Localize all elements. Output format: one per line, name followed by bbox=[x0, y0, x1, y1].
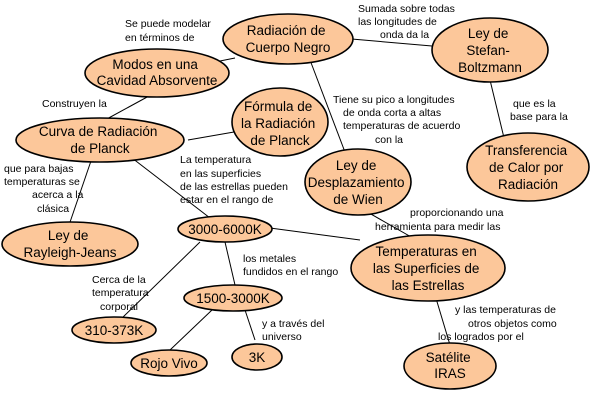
svg-text:Satélite IRAS: Satélite IRAS bbox=[426, 350, 475, 381]
svg-text:3K: 3K bbox=[249, 350, 266, 365]
node-3000-6000k: 3000-6000K bbox=[177, 215, 273, 243]
link-proporcionando: proporcionando una herramienta para medi… bbox=[375, 207, 506, 233]
link-cerca-de-la: Cerca de la temperatura corporal bbox=[92, 274, 152, 313]
svg-text:Radiación de Cuerpo Negr: Radiación de Cuerpo Negro bbox=[246, 23, 331, 55]
link-que-para-bajas: que para bajas temperaturas se acerca a … bbox=[4, 163, 86, 215]
link-se-puede-modelar: Se puede modelar en términos de bbox=[125, 18, 214, 44]
node-rayleigh-jeans: Ley de Rayleigh-Jeans bbox=[1, 221, 139, 267]
svg-text:310-373K: 310-373K bbox=[85, 323, 144, 338]
node-3k: 3K bbox=[231, 343, 283, 371]
connector-line bbox=[187, 131, 235, 141]
svg-text:1500-3000K: 1500-3000K bbox=[196, 291, 270, 306]
svg-text:Temperaturas en las Supe: Temperaturas en las Superficies de las E… bbox=[373, 244, 483, 293]
node-1500-3000k: 1500-3000K bbox=[183, 284, 283, 312]
svg-text:Modos en una Cavidad Abs: Modos en una Cavidad Absorvente bbox=[97, 57, 218, 88]
link-tiene-su-pico: Tiene su pico a longitudes de onda corta… bbox=[333, 94, 463, 146]
node-transferencia-calor: Transferencia de Calor por Radiación bbox=[466, 132, 590, 202]
node-satelite-iras: Satélite IRAS bbox=[403, 342, 497, 390]
svg-text:Transferencia de Calor p: Transferencia de Calor por Radiación bbox=[485, 143, 571, 192]
connector-line bbox=[244, 309, 256, 341]
link-construyen-la: Construyen la bbox=[42, 98, 107, 110]
node-ley-stefan-boltzmann: Ley de Stefan- Boltzmann bbox=[431, 17, 549, 83]
node-radiacion-cuerpo-negro: Radiación de Cuerpo Negro bbox=[222, 13, 354, 65]
connector-line bbox=[131, 157, 211, 219]
link-la-temperatura: La temperatura en las superficies de las… bbox=[180, 154, 291, 206]
node-310-373k: 310-373K bbox=[71, 316, 157, 344]
svg-text:Fórmula de la Radiación: Fórmula de la Radiación de Planck bbox=[241, 99, 319, 148]
node-modos-cavidad: Modos en una Cavidad Absorvente bbox=[84, 48, 230, 98]
node-ley-wien: Ley de Desplazamiento de Wien bbox=[304, 148, 412, 216]
svg-text:Ley de Desplazamiento: Ley de Desplazamiento de Wien bbox=[308, 158, 409, 207]
link-sumada-sobre-todas: Sumada sobre todas las longitudes de ond… bbox=[358, 3, 458, 41]
svg-text:Curva de Radiación de Pl: Curva de Radiación de Planck bbox=[39, 124, 161, 156]
connector-line bbox=[269, 227, 361, 241]
connector-line bbox=[434, 294, 451, 346]
link-y-las-temperaturas: y las temperaturas de otros objetos como… bbox=[438, 304, 560, 343]
node-curva-planck: Curva de Radiación de Planck bbox=[15, 117, 185, 163]
connector-line bbox=[169, 309, 213, 351]
link-y-a-traves: y a través del universo bbox=[262, 318, 327, 343]
connector-line bbox=[339, 37, 433, 47]
node-rojo-vivo: Rojo Vivo bbox=[130, 349, 208, 377]
connector-line bbox=[67, 157, 93, 229]
svg-text:Ley de Rayleigh-Jeans: Ley de Rayleigh-Jeans bbox=[23, 228, 116, 260]
svg-text:3000-6000K: 3000-6000K bbox=[188, 222, 262, 237]
connector-line bbox=[309, 59, 349, 161]
node-formula-planck: Fórmula de la Radiación de Planck bbox=[231, 87, 329, 157]
svg-text:Rojo Vivo: Rojo Vivo bbox=[140, 356, 198, 371]
node-temperaturas-estrellas: Temperaturas en las Superficies de las E… bbox=[350, 234, 506, 302]
link-que-es-la-base: que es la base para la bbox=[510, 98, 568, 123]
connector-line bbox=[489, 79, 506, 143]
connector-line bbox=[224, 241, 236, 286]
link-los-metales: los metales fundidos en el rango bbox=[243, 253, 338, 278]
connector-line bbox=[119, 241, 201, 321]
svg-text:Ley de Stefan- Bol: Ley de Stefan- Boltzmann bbox=[458, 26, 522, 75]
link-phrases: Se puede modelar en términos de Sumada s… bbox=[4, 3, 568, 343]
